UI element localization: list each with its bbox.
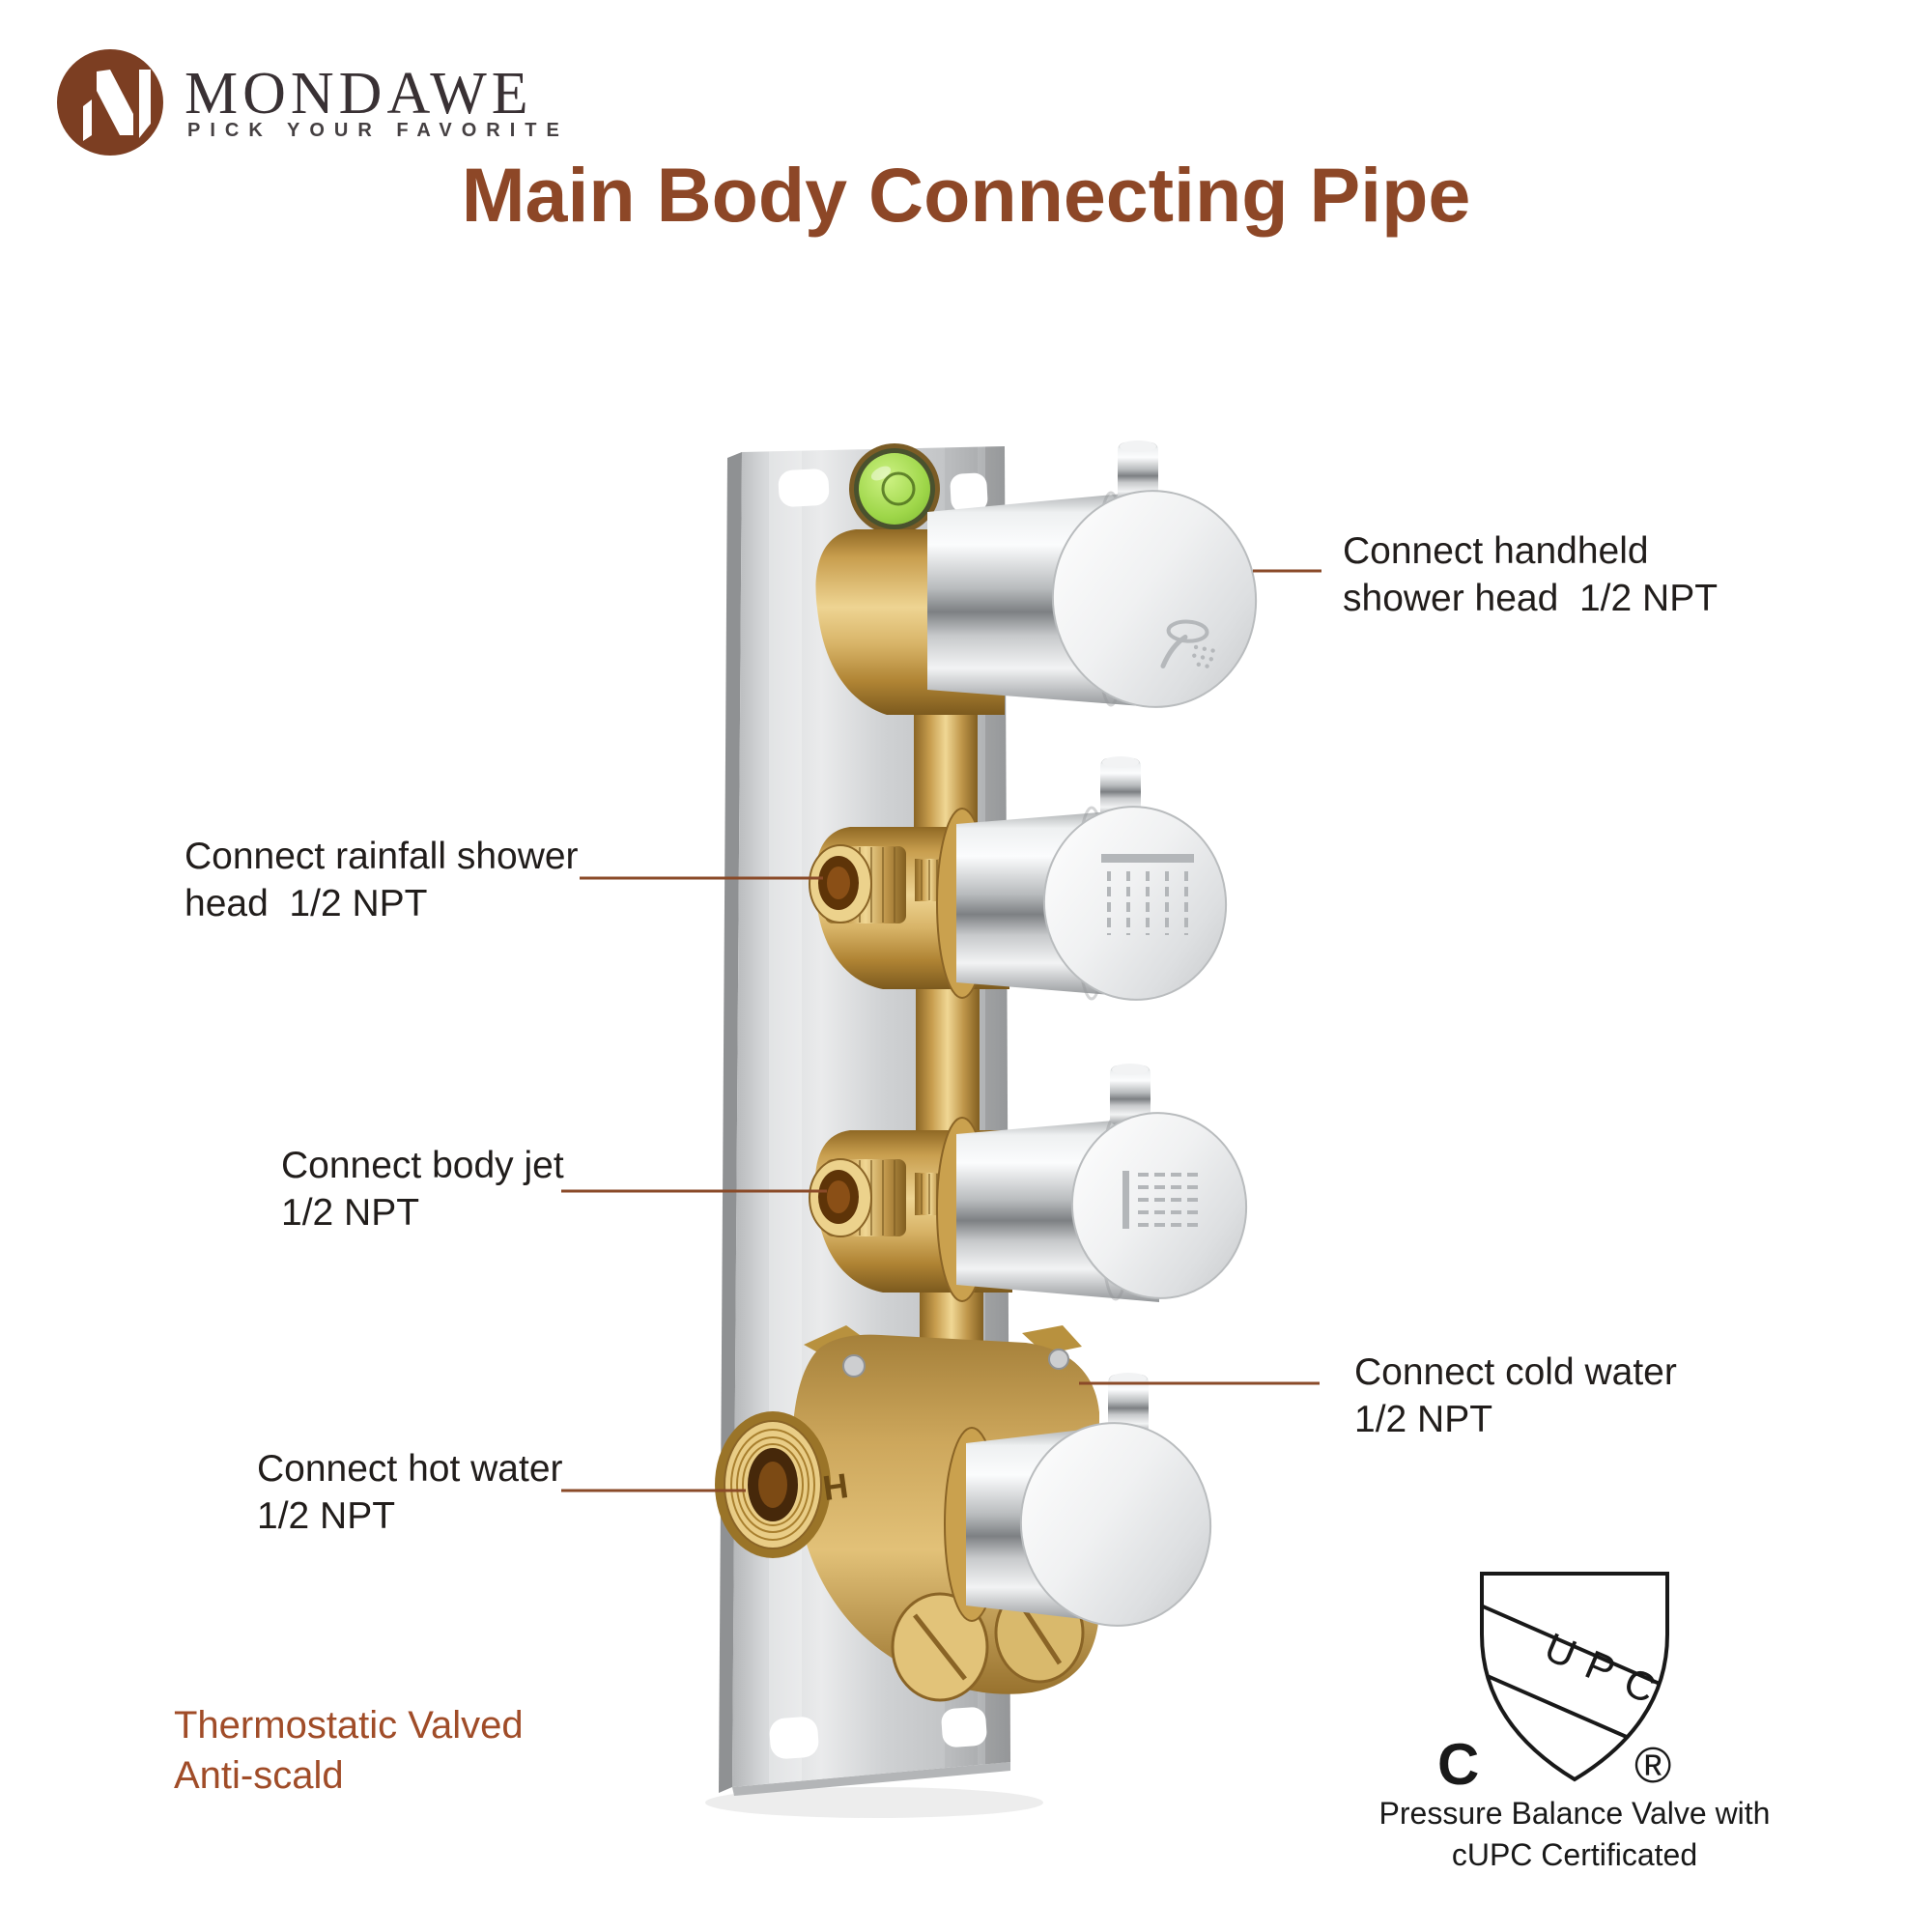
cupc-shield: U P C [1480, 1572, 1669, 1782]
callout-body-jet-line2: 1/2 NPT [281, 1192, 420, 1234]
callout-body-jet: Connect body jet 1/2 NPT [281, 1142, 564, 1236]
knob-rainfall [936, 756, 1228, 1001]
registered-trademark-icon: ® [1634, 1738, 1672, 1794]
knob-pin [1110, 1064, 1151, 1125]
cert-caption: Pressure Balance Valve with cUPC Certifi… [1352, 1793, 1797, 1876]
callout-rainfall-line2: head 1/2 NPT [185, 883, 428, 924]
rainfall-outlet-port [809, 844, 946, 923]
body-jet-icon [1122, 1171, 1202, 1229]
cert-caption-line1: Pressure Balance Valve with [1378, 1796, 1771, 1831]
callout-handheld: Connect handheld shower head 1/2 NPT [1343, 527, 1718, 622]
callout-hot-water: Connect hot water 1/2 NPT [257, 1445, 563, 1540]
callout-hot-line2: 1/2 NPT [257, 1495, 396, 1537]
screw-cap [891, 1592, 989, 1702]
screw [842, 1354, 866, 1378]
mounting-hole [950, 472, 988, 513]
brand-name: MONDAWE [185, 61, 533, 127]
knob-body-jet [936, 1064, 1248, 1302]
callout-body-jet-line1: Connect body jet [281, 1145, 564, 1186]
hot-water-inlet-port [715, 1411, 831, 1558]
knob-pin [1100, 756, 1141, 818]
callout-cold-line2: 1/2 NPT [1354, 1399, 1493, 1440]
screw [1048, 1349, 1069, 1370]
mounting-hole [778, 469, 830, 507]
knob-cold [944, 1373, 1212, 1627]
cert-c-mark: C [1437, 1732, 1480, 1797]
page-title: Main Body Connecting Pipe [461, 152, 1471, 238]
knob-handheld [927, 440, 1258, 708]
callout-handheld-line1: Connect handheld [1343, 530, 1649, 572]
bubble-level [849, 443, 940, 534]
callout-cold-water: Connect cold water 1/2 NPT [1354, 1349, 1677, 1443]
mounting-hole [769, 1717, 819, 1759]
brand-tagline: PICK YOUR FAVORITE [187, 120, 569, 141]
footnote-line1: Thermostatic Valved [174, 1704, 524, 1747]
callout-handheld-line2: shower head 1/2 NPT [1343, 578, 1719, 619]
callout-rainfall: Connect rainfall shower head 1/2 NPT [185, 833, 579, 927]
footnote-line2: Anti-scald [174, 1754, 344, 1797]
rainfall-shower-icon [1101, 854, 1194, 935]
footnote: Thermostatic Valved Anti-scald [174, 1700, 524, 1801]
cert-caption-line2: cUPC Certificated [1451, 1837, 1698, 1872]
callout-lines [561, 569, 1321, 1492]
knob-pin [1108, 1373, 1149, 1435]
callout-cold-line1: Connect cold water [1354, 1351, 1677, 1393]
hot-marking: H [820, 1465, 850, 1508]
brass-pipe [916, 987, 980, 1134]
knob-pin [1118, 440, 1158, 502]
handheld-shower-icon [1160, 619, 1215, 668]
callout-hot-line1: Connect hot water [257, 1448, 563, 1490]
mondawe-logo-mark [57, 49, 163, 156]
plate-shadow [705, 1787, 1043, 1818]
callout-rainfall-line1: Connect rainfall shower [185, 836, 579, 877]
mounting-hole [941, 1707, 987, 1747]
